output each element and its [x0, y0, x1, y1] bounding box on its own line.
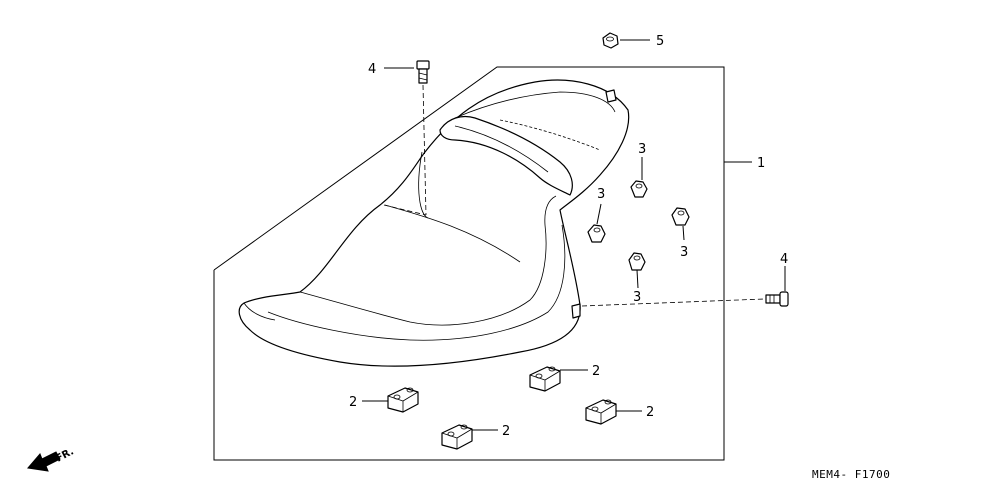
callout-3-bottom: 3	[633, 290, 641, 305]
clip-bracket-2	[529, 366, 561, 392]
assembly-frame	[213, 66, 752, 461]
clip-bracket-4	[585, 399, 617, 425]
callout-2-lower-right: 2	[646, 405, 654, 420]
callout-2-upper-right: 2	[592, 364, 600, 379]
grommet-nut-3	[671, 207, 690, 226]
grommet-nut-4	[628, 252, 646, 271]
callout-3-left: 3	[597, 187, 605, 202]
callout-4-right: 4	[780, 252, 788, 267]
callout-1: 1	[757, 156, 765, 171]
nut-top	[602, 32, 619, 49]
callout-3-right: 3	[680, 245, 688, 260]
callout-2-left: 2	[349, 395, 357, 410]
seat-assembly	[238, 79, 630, 367]
bolt-right	[765, 291, 789, 307]
front-arrow-icon	[27, 451, 61, 472]
callout-5: 5	[656, 34, 664, 49]
drawing-code: MEM4- F1700	[812, 468, 890, 481]
callout-2-bottom: 2	[502, 424, 510, 439]
grommet-nut-1	[630, 180, 648, 198]
bolt-top	[416, 60, 430, 84]
callout-4-top: 4	[368, 62, 376, 77]
callout-3-top: 3	[638, 142, 646, 157]
clip-bracket-1	[387, 387, 419, 413]
front-direction-indicator: FR.	[27, 446, 76, 472]
grommet-nut-2	[587, 224, 606, 243]
clip-bracket-3	[441, 424, 473, 450]
front-direction-label: FR.	[54, 446, 76, 464]
